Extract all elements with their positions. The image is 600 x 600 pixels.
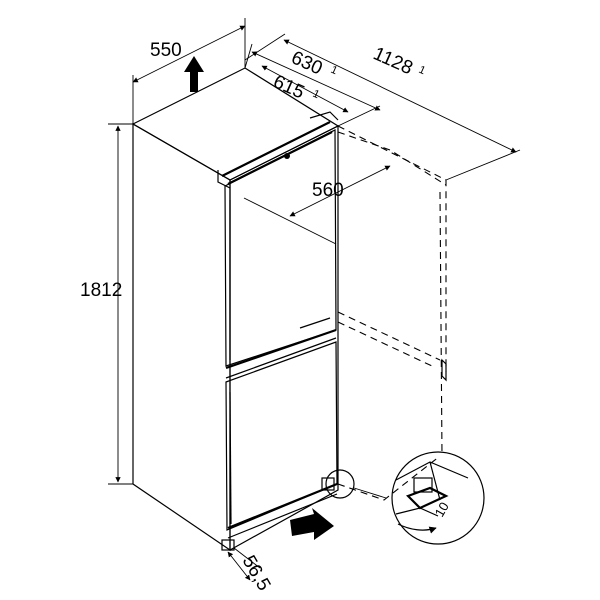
lower-door — [221, 341, 338, 551]
push-arrow-icon — [290, 508, 334, 540]
inner-width-dimension: 560 — [289, 165, 391, 217]
depth-615-label: 615 — [270, 71, 308, 103]
width-label: 550 — [150, 40, 182, 61]
height-dimension: 1812 — [80, 123, 133, 485]
foot-offset-label: 56,5 — [238, 552, 275, 595]
fridge-body — [131, 67, 340, 552]
depth-1128-note: 1 — [417, 64, 427, 77]
depth-630-label: 630 — [288, 47, 326, 79]
foot-detail-view: 10 — [391, 451, 485, 545]
depth-630-dimension: 630 1 — [244, 43, 381, 127]
foot-highlight-circle — [325, 469, 355, 499]
depth-1128-label: 1128 — [370, 43, 416, 79]
foot-offset-dimension: 56,5 — [227, 547, 275, 595]
height-label: 1812 — [80, 280, 122, 301]
wrench-size-label: 10 — [432, 499, 452, 519]
depth-615-note: 1 — [311, 88, 321, 101]
detail-leader-line — [353, 487, 387, 499]
middle-handle — [225, 317, 337, 379]
open-door-outline — [337, 125, 447, 501]
up-arrow-icon — [184, 56, 204, 92]
inner-width-label: 560 — [312, 180, 344, 201]
